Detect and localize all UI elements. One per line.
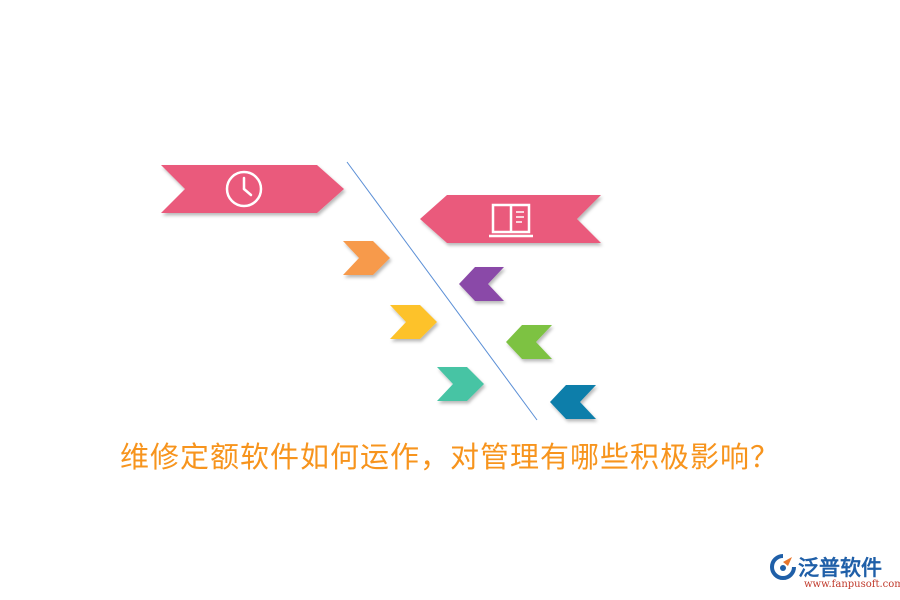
clock-arrow [161,165,344,213]
orange-chevron [343,241,390,275]
brand-mark-icon [770,554,796,580]
purple-chevron [459,267,504,301]
clock-icon [225,170,263,208]
page-title: 维修定额软件如何运作，对管理有哪些积极影响？ [119,440,780,474]
brand-url: www.fanpusoft.com [804,579,900,590]
brand-name: 泛普软件 [798,556,882,580]
brand-logo: 泛普软件 www.fanpusoft.com [770,552,900,596]
yellow-chevron [390,305,437,339]
teal-chevron [437,367,484,401]
book-icon [489,203,533,238]
green-chevron [506,325,552,359]
book-arrow [420,195,601,243]
fishbone-spine [346,161,538,421]
blue-chevron [550,385,596,419]
